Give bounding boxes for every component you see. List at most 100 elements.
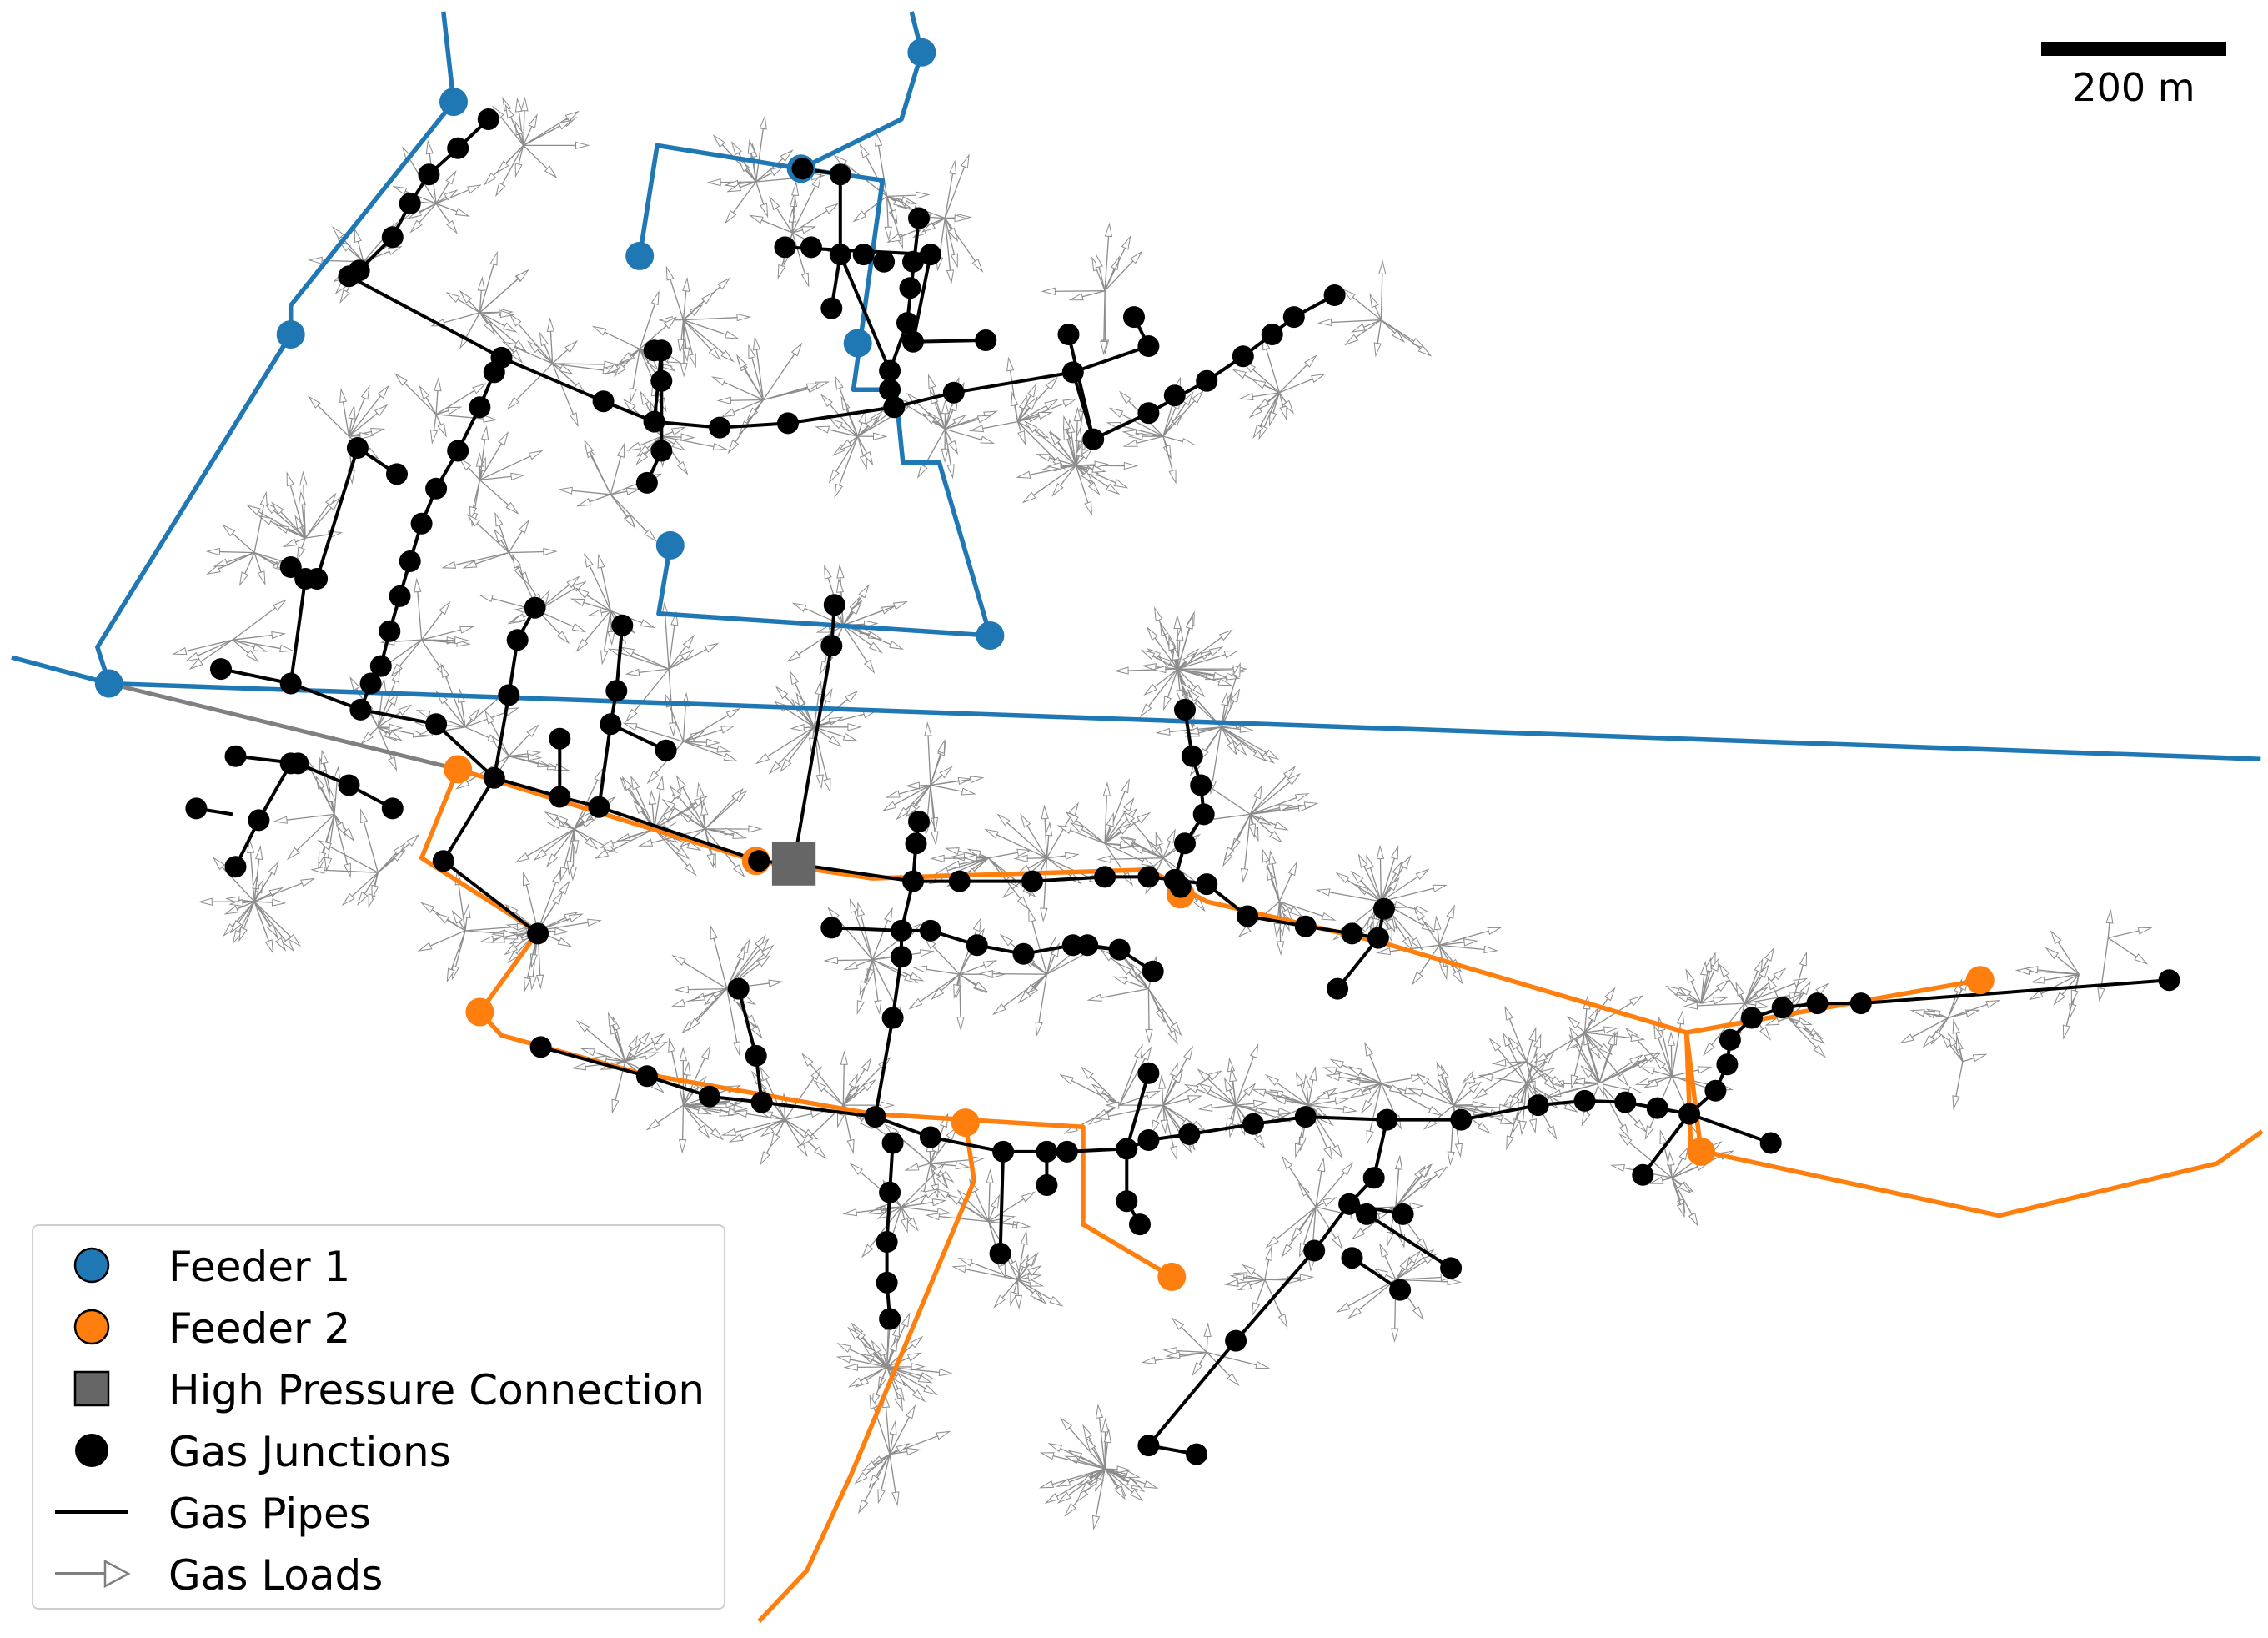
gas-load-head <box>1167 1029 1178 1045</box>
gas-load-head <box>1341 1162 1354 1176</box>
gas-load-head <box>828 469 840 484</box>
gas-junction <box>966 934 988 957</box>
gas-load-head <box>982 960 998 969</box>
gas-load-head <box>1643 1078 1658 1088</box>
gas-load-head <box>1040 907 1048 923</box>
gas-load-head <box>838 439 852 451</box>
gas-load-head <box>805 383 821 391</box>
gas-load-head <box>544 165 558 179</box>
gas-load-head <box>558 486 573 495</box>
gas-load-head <box>1018 394 1028 410</box>
gas-load-head <box>1197 1103 1213 1112</box>
gas-load-head <box>675 775 687 790</box>
gas-load-head <box>1563 1102 1578 1113</box>
legend-label-gas-loads: Gas Loads <box>168 1551 384 1600</box>
gas-load-head <box>288 933 302 947</box>
gas-load-head <box>706 853 715 869</box>
gas-junction <box>248 809 270 832</box>
gas-load-head <box>494 528 505 543</box>
gas-load-head <box>1610 1163 1626 1173</box>
gas-load-head <box>1487 927 1503 935</box>
gas-load-head <box>863 659 876 675</box>
gas-load-head <box>1134 1043 1143 1059</box>
legend-label-feeder-2: Feeder 2 <box>168 1304 351 1353</box>
gas-load-head <box>597 553 605 569</box>
gas-load-head <box>849 897 859 913</box>
gas-load-head <box>1276 941 1285 956</box>
gas-load-head <box>1542 1050 1555 1064</box>
gas-load-head <box>391 667 401 683</box>
gas-load-head <box>1653 1024 1663 1040</box>
gas-junction <box>876 1271 898 1294</box>
gas-junction <box>1573 1089 1596 1112</box>
gas-load-head <box>854 1471 868 1485</box>
gas-load-head <box>824 564 832 580</box>
gas-load-head <box>1169 1145 1177 1161</box>
gas-load-head <box>566 861 575 876</box>
gas-load-head <box>644 1052 660 1060</box>
gas-load-head <box>1533 1052 1548 1063</box>
gas-load-head <box>1080 446 1094 460</box>
gas-load-head <box>359 431 374 440</box>
gas-load-head <box>748 214 764 224</box>
load-arrow-icon <box>55 1559 131 1589</box>
gas-load-head <box>676 460 689 475</box>
gas-load-head <box>1026 396 1039 410</box>
gas-junction <box>709 416 731 439</box>
gas-load-head <box>580 1048 595 1057</box>
feeder-1-marker-icon <box>73 1247 110 1284</box>
gas-load-head <box>716 745 732 753</box>
gas-load-head <box>1388 1083 1404 1094</box>
gas-load-head <box>238 927 248 942</box>
gas-load-head <box>747 138 755 154</box>
gas-load-head <box>1667 1151 1675 1166</box>
gas-load-head <box>1041 804 1049 820</box>
gas-load-head <box>1051 483 1064 497</box>
gas-load-head <box>1176 626 1184 641</box>
gas-load-head <box>1767 975 1778 991</box>
gas-load-head <box>724 330 740 339</box>
gas-load-head <box>1930 1030 1943 1045</box>
gas-load-head <box>1056 1491 1071 1504</box>
gas-load-head <box>575 638 589 652</box>
gas-load-head <box>1436 1061 1446 1077</box>
gas-junction <box>524 596 546 619</box>
gas-junction <box>942 381 965 404</box>
gas-load-head <box>406 833 420 847</box>
gas-junction <box>1196 369 1218 392</box>
gas-load-head <box>859 455 867 470</box>
gas-load-head <box>1068 801 1080 816</box>
gas-load-head <box>259 490 268 506</box>
gas-junction <box>1237 905 1258 927</box>
gas-load-head <box>455 778 470 790</box>
gas-load-head <box>1251 1302 1261 1318</box>
gas-load-head <box>859 981 868 996</box>
gas-load-head <box>733 1041 741 1057</box>
gas-load-head <box>374 404 389 417</box>
gas-load-head <box>1387 877 1400 892</box>
gas-load-head <box>1394 1154 1403 1170</box>
gas-load-head <box>961 153 970 169</box>
gas-load-head <box>514 566 524 581</box>
gas-load-head <box>1322 1067 1337 1075</box>
gas-junction <box>1392 1203 1414 1225</box>
gas-load-head <box>710 1128 725 1141</box>
gas-load-head <box>754 934 766 949</box>
gas-load-head <box>348 404 356 420</box>
gas-load-head <box>1117 822 1132 835</box>
gas-load-head <box>849 1163 864 1176</box>
gas-load-head <box>1123 797 1135 812</box>
gas-load-head <box>736 945 746 961</box>
gas-load-head <box>820 393 833 408</box>
gas-load-head <box>576 498 591 507</box>
gas-load-head <box>1376 844 1385 860</box>
gas-junction <box>469 396 491 419</box>
gas-load-head <box>1046 461 1061 470</box>
gas-load-head <box>1021 1191 1036 1203</box>
gas-load-head <box>459 626 475 634</box>
gas-load-head <box>1146 1090 1162 1099</box>
gas-load-head <box>1119 837 1134 847</box>
feeder-2-node <box>1965 966 1995 995</box>
gas-load-head <box>1036 454 1051 462</box>
